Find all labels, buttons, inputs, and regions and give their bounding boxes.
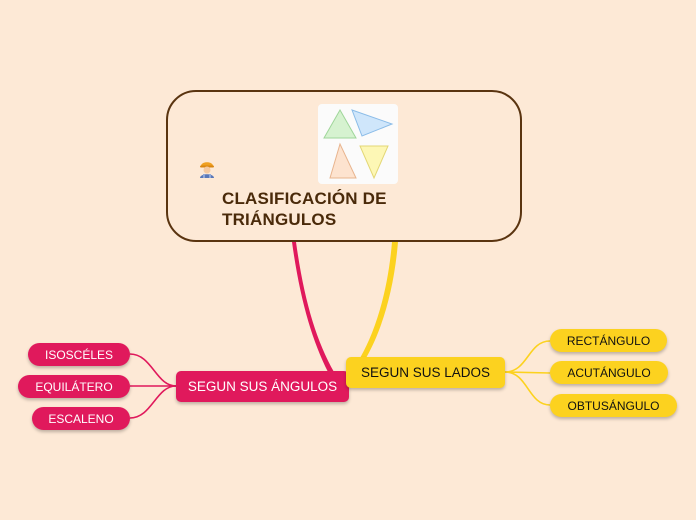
- triangle-orange: [329, 142, 357, 179]
- connector-rectangulo: [504, 340, 551, 373]
- connector-escaleno: [129, 385, 177, 419]
- construction-worker-icon: [197, 158, 217, 178]
- branch-segun-sus-lados[interactable]: SEGUN SUS LADOS: [346, 357, 505, 388]
- central-title: CLASIFICACIÓN DE TRIÁNGULOS: [222, 189, 387, 229]
- connector-obtusangulo: [504, 371, 551, 406]
- subtopic-obtusangulo[interactable]: OBTUSÁNGULO: [550, 394, 677, 417]
- triangles-illustration: [318, 104, 398, 184]
- branch-segun-sus-angulos[interactable]: SEGUN SUS ÁNGULOS: [176, 371, 349, 402]
- connector-central-sides: [360, 242, 398, 358]
- triangle-blue: [351, 109, 394, 137]
- connector-central-angles: [292, 242, 334, 372]
- triangle-yellow: [359, 145, 389, 180]
- triangle-green: [323, 108, 357, 139]
- subtopic-escaleno[interactable]: ESCALENO: [32, 407, 130, 430]
- connector-acutangulo: [504, 371, 551, 374]
- subtopic-isosceles[interactable]: ISOSCÉLES: [28, 343, 130, 366]
- connector-isosceles: [129, 353, 177, 387]
- subtopic-acutangulo[interactable]: ACUTÁNGULO: [550, 361, 668, 384]
- subtopic-equilatero[interactable]: EQUILÁTERO: [18, 375, 130, 398]
- subtopic-rectangulo[interactable]: RECTÁNGULO: [550, 329, 667, 352]
